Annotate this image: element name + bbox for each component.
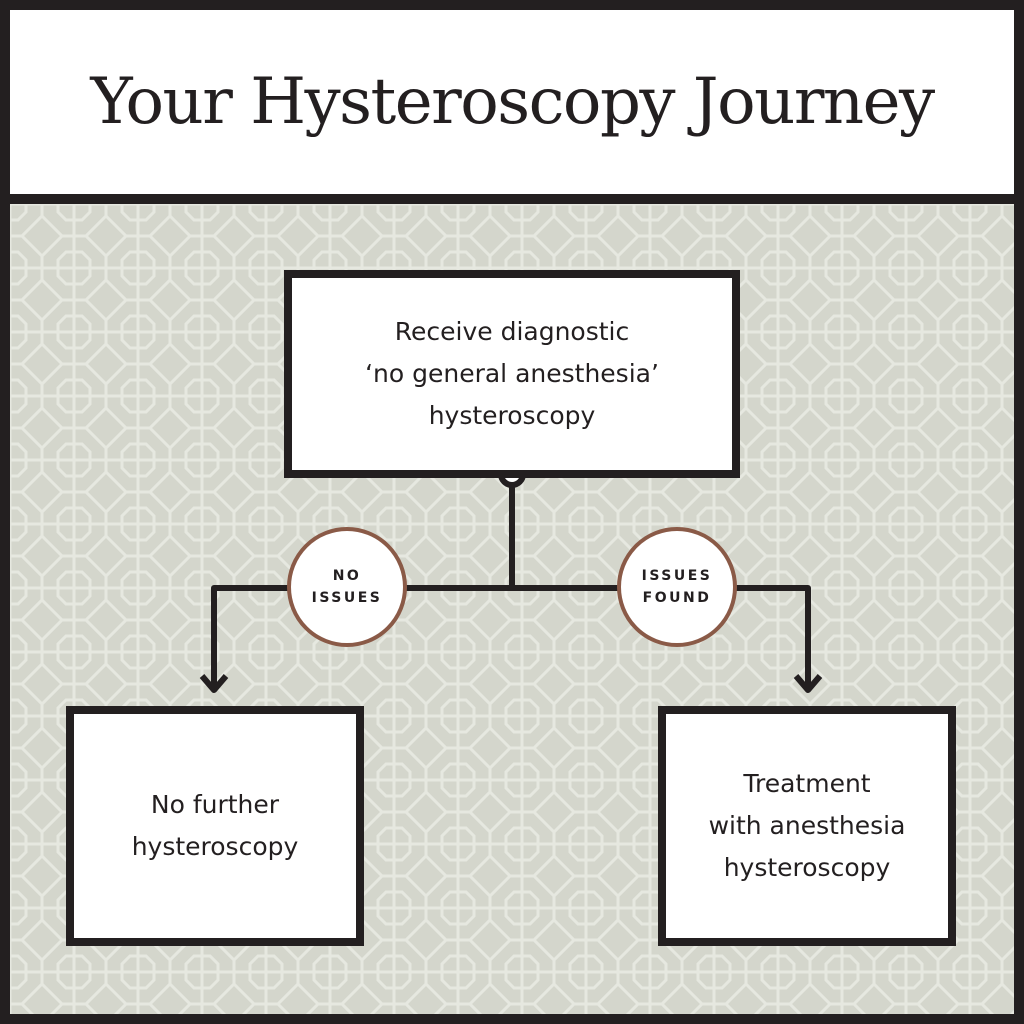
- outcome-left-line-1: No further: [150, 790, 280, 819]
- step-diagnostic-hysteroscopy: Receive diagnostic ‘no general anesthesi…: [284, 270, 740, 478]
- branch-line-left: [211, 585, 512, 686]
- outcome-right-line-2: with anesthesia: [708, 811, 906, 840]
- outcome-right-line-1: Treatment: [743, 769, 871, 798]
- header-banner: Your Hysteroscopy Journey: [10, 10, 1014, 194]
- branch-badge-no-issues: NO ISSUES: [287, 527, 407, 647]
- badge-issues-found-line-1: ISSUES: [641, 568, 713, 584]
- branch-line-right: [512, 585, 811, 686]
- badge-no-issues-line-1: NO: [332, 568, 362, 584]
- step-diagnostic-line-1: Receive diagnostic: [394, 317, 630, 346]
- arrow-down-icon-right: [793, 674, 823, 693]
- outcome-left-line-2: hysteroscopy: [131, 832, 299, 861]
- branch-badge-issues-found: ISSUES FOUND: [617, 527, 737, 647]
- step-diagnostic-line-2: ‘no general anesthesia’: [365, 359, 659, 388]
- step-diagnostic-line-3: hysteroscopy: [428, 401, 596, 430]
- badge-issues-found-line-2: FOUND: [642, 590, 712, 606]
- outcome-treatment-with-anesthesia: Treatment with anesthesia hysteroscopy: [658, 706, 956, 946]
- outcome-no-further-hysteroscopy: No further hysteroscopy: [66, 706, 364, 946]
- badge-no-issues-line-2: ISSUES: [311, 590, 383, 606]
- arrow-down-icon-left: [199, 674, 229, 693]
- outcome-right-line-3: hysteroscopy: [723, 853, 891, 882]
- page-title: Your Hysteroscopy Journey: [90, 65, 935, 139]
